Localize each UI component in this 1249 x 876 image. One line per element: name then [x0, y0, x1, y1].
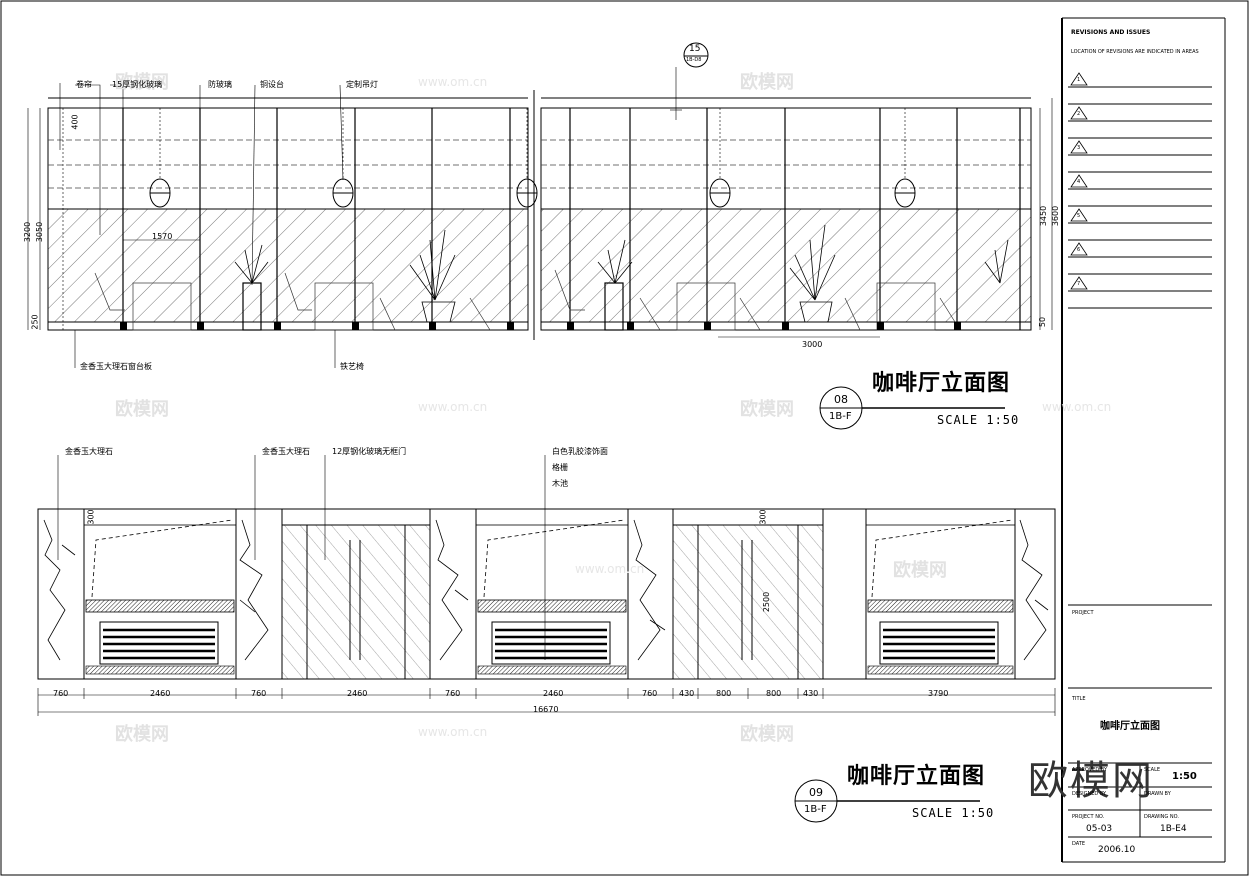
approved-label: APPROVED BY [1072, 767, 1108, 773]
elevation-08 [27, 42, 1053, 430]
watermark-logo: 欧模网 [740, 724, 794, 745]
date-value: 2006.10 [1098, 845, 1136, 855]
watermark-url: www.om.cn [575, 562, 645, 576]
watermark-url: www.om.cn [1042, 400, 1112, 414]
label-pendant-lamp: 定制吊灯 [346, 80, 378, 89]
dim-3600: 3600 [1051, 205, 1061, 227]
date-label: DATE [1072, 841, 1086, 847]
label-glass-door: 12厚钢化玻璃无框门 [332, 447, 407, 456]
scale-label: SCALE 1:50 [912, 806, 995, 820]
tag-ref: 1B-F [804, 804, 827, 815]
elevation-title: 咖啡厅立面图 [872, 371, 1011, 396]
title-label: TITLE [1072, 696, 1086, 702]
scale-label: SCALE 1:50 [937, 413, 1020, 427]
drawn-label: DRAWN BY [1144, 791, 1171, 797]
dim-50: 50 [1038, 316, 1048, 328]
revision-num: 7 [1077, 281, 1081, 287]
label-wood-pool: 木池 [552, 479, 568, 488]
watermark-logo: 欧模网 [115, 72, 169, 93]
dim-seg: 760 [251, 689, 267, 698]
watermark-url: www.om.cn [418, 400, 488, 414]
tag-number: 08 [834, 393, 848, 406]
dim-total: 16670 [533, 705, 559, 714]
title-block-frame [1061, 17, 1226, 863]
dim-seg: 800 [716, 689, 732, 698]
dim-seg: 760 [445, 689, 461, 698]
elevation-09 [37, 455, 1056, 823]
dim-400: 400 [70, 114, 80, 130]
watermark-logo: 欧模网 [115, 724, 169, 745]
revision-num: 3 [1077, 145, 1081, 151]
revisions-sub: LOCATION OF REVISIONS ARE INDICATED IN A… [1071, 49, 1199, 55]
callout-number: 15 [689, 44, 701, 54]
dim-1570: 1570 [152, 232, 173, 241]
dim-seg: 2460 [150, 689, 171, 698]
project-label: PROJECT [1072, 610, 1094, 616]
tag-number: 09 [809, 786, 823, 799]
dim-250: 250 [30, 314, 40, 330]
dim-seg: 760 [642, 689, 658, 698]
designed-label: DESIGNED BY [1072, 791, 1107, 797]
project-no: 05-03 [1086, 824, 1113, 834]
label-white-paint: 白色乳胶漆饰面 [552, 447, 608, 456]
revision-triangles [1070, 72, 1088, 290]
watermark-logo: 欧模网 [740, 399, 794, 420]
drawing-no-label: DRAWING NO. [1144, 814, 1179, 820]
label-marble-sill: 金香玉大理石窗台板 [80, 362, 152, 371]
dim-3450: 3450 [1039, 205, 1049, 227]
dim-seg: 430 [803, 689, 819, 698]
revisions-heading: REVISIONS AND ISSUES [1071, 29, 1151, 36]
dim-seg: 3790 [928, 689, 949, 698]
revision-num: 4 [1077, 179, 1081, 185]
dim-3000: 3000 [802, 340, 823, 349]
scale-label-tb: SCALE [1144, 767, 1161, 773]
tag-ref: 1B-F [829, 411, 852, 422]
dim-seg: 430 [679, 689, 695, 698]
label-marble-1: 金香玉大理石 [65, 447, 113, 456]
watermark-big: 欧模网 [1028, 758, 1154, 804]
watermark-url: www.om.cn [418, 725, 488, 739]
label-iron-chair: 铁艺椅 [340, 362, 364, 371]
dim-seg: 2460 [543, 689, 564, 698]
dim-300-b: 300 [758, 509, 768, 525]
project-no-label: PROJECT NO. [1072, 814, 1105, 820]
label-blind: 卷帘 [76, 80, 92, 89]
dim-seg: 760 [53, 689, 69, 698]
revision-num: 6 [1077, 247, 1081, 253]
dim-3200: 3200 [23, 221, 33, 243]
watermark-logo: 欧模网 [893, 560, 947, 581]
title-value: 咖啡厅立面图 [1100, 721, 1160, 732]
drawing-no: 1B-E4 [1160, 824, 1187, 834]
dim-2500: 2500 [762, 591, 772, 613]
label-marble-2: 金香玉大理石 [262, 447, 310, 456]
dim-seg: 800 [766, 689, 782, 698]
label-anti-glass: 防玻璃 [208, 80, 232, 89]
elevation-title: 咖啡厅立面图 [847, 764, 986, 789]
label-glass: 15厚钢化玻璃 [112, 80, 163, 89]
dim-300-a: 300 [86, 509, 96, 525]
revision-num: 1 [1077, 77, 1081, 83]
watermark-logo: 欧模网 [740, 72, 794, 93]
watermark-url: www.om.cn [418, 75, 488, 89]
revision-num: 5 [1077, 213, 1081, 219]
label-copper-stand: 铜设台 [260, 80, 284, 89]
watermark-logo: 欧模网 [115, 399, 169, 420]
callout-ref: 1B-D8 [686, 57, 702, 63]
label-grille: 格栅 [552, 463, 568, 472]
revision-num: 2 [1077, 111, 1081, 117]
dim-3050: 3050 [35, 221, 45, 243]
dim-seg: 2460 [347, 689, 368, 698]
scale-value-tb: 1:50 [1172, 771, 1197, 782]
